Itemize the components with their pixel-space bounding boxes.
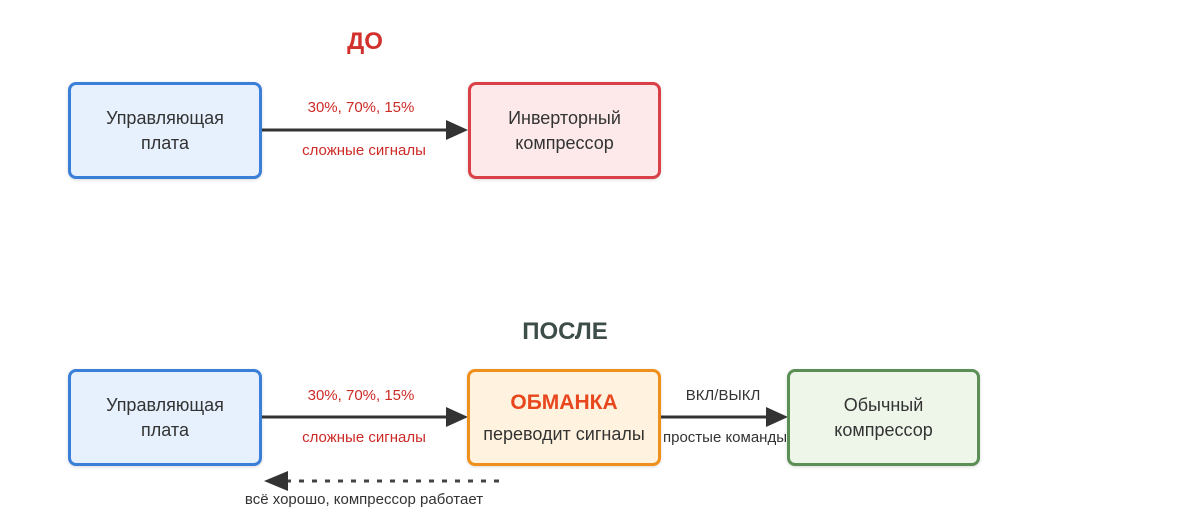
inverter-compressor-box: Инверторный компрессор [468, 82, 661, 179]
after-control-board-line1: Управляющая [106, 395, 224, 416]
regular-compressor-line2: компрессор [834, 419, 933, 440]
inverter-compressor-line2: компрессор [515, 132, 614, 153]
regular-compressor-line1: Обычный [843, 395, 924, 416]
arrow-before-head [446, 120, 468, 140]
regular-compressor-box: Обычный компрессор [787, 369, 980, 466]
before-title: ДО [347, 28, 383, 55]
before-complex-signals-label: сложные сигналы [302, 142, 426, 159]
after-complex-signals-label: сложные сигналы [302, 429, 426, 446]
on-off-label: ВКЛ/ВЫКЛ [685, 387, 761, 404]
simple-commands-label: простые команды [662, 429, 787, 446]
after-control-board-box: Управляющая плата [68, 369, 262, 466]
before-control-board-box: Управляющая плата [68, 82, 262, 179]
arrow-after-2-head [766, 407, 788, 427]
after-signal-values-label: 30%, 70%, 15% [307, 387, 415, 404]
before-signal-values-label: 30%, 70%, 15% [307, 99, 415, 116]
inverter-compressor-line1: Инверторный [508, 108, 621, 129]
feedback-label: всё хорошо, компрессор работает [244, 491, 484, 508]
decoy-title: ОБМАНКА [510, 391, 618, 415]
before-control-board-line1: Управляющая [106, 108, 224, 129]
arrow-after-1-head [446, 407, 468, 427]
after-control-board-line2: плата [141, 419, 189, 440]
after-title: ПОСЛЕ [522, 318, 608, 345]
decoy-box: ОБМАНКА переводит сигналы [467, 369, 661, 466]
decoy-subtitle: переводит сигналы [483, 423, 645, 444]
feedback-arrow-head [264, 471, 288, 491]
before-control-board-line2: плата [141, 132, 189, 153]
